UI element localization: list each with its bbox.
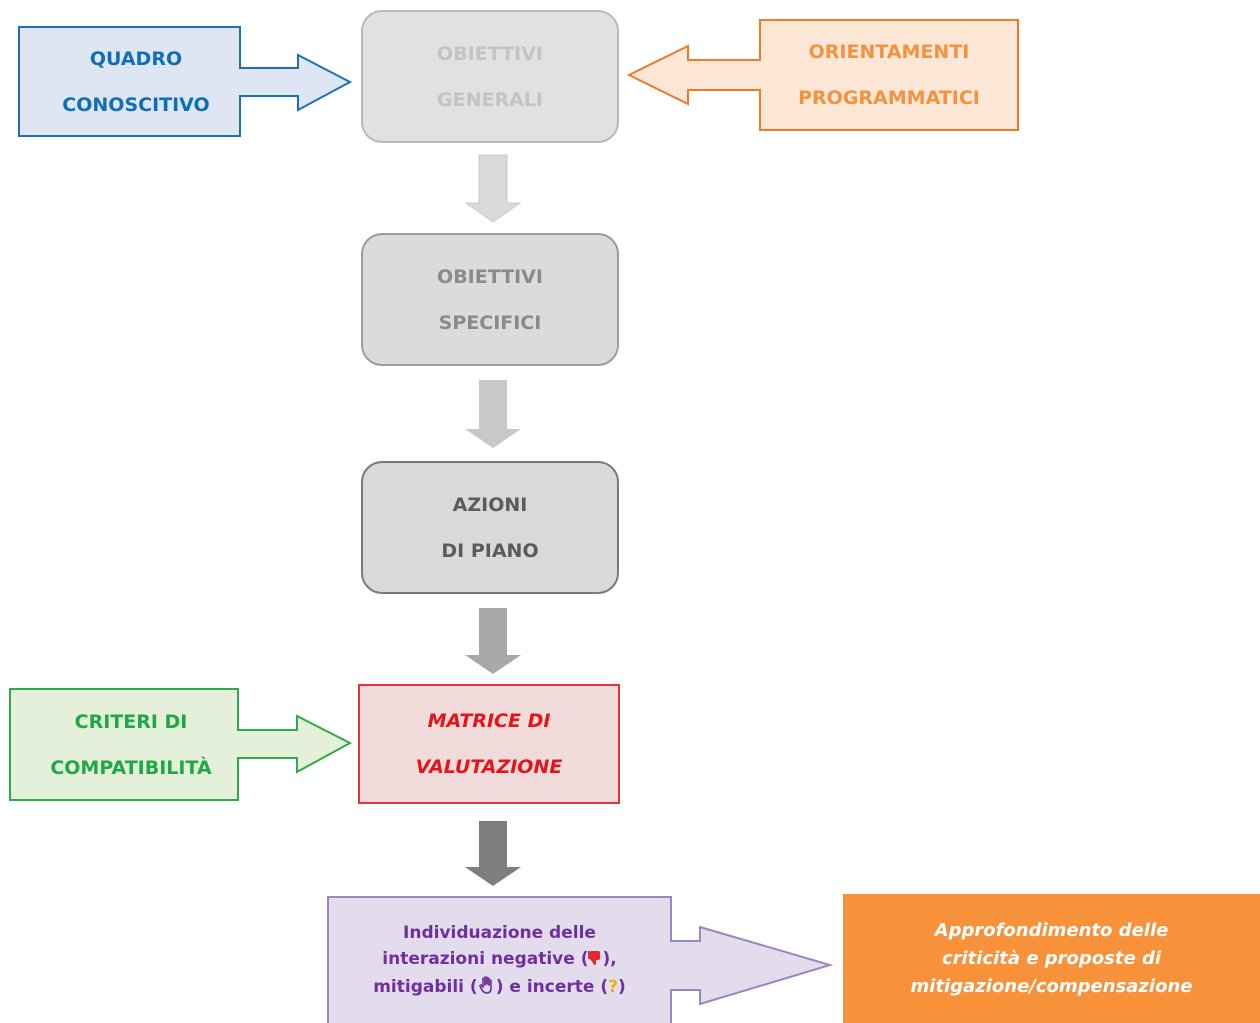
approfondimento-label: Approfondimento delle criticità e propos…	[843, 894, 1260, 1023]
individuazione-line2-pre: interazioni negative (	[382, 948, 589, 969]
quadro-line1: QUADRO	[89, 47, 183, 70]
approfondimento-line1: Approfondimento delle	[934, 919, 1169, 941]
question-mark-icon: ?	[608, 976, 618, 997]
matrice-line1: MATRICE DI	[427, 710, 551, 732]
azioni-box	[361, 461, 619, 594]
criteri-compatibilita-label: CRITERI DI COMPATIBILITÀ	[10, 689, 252, 800]
quadro-arrow-shape	[18, 26, 353, 137]
azioni-di-piano-label: AZIONI DI PIANO	[362, 462, 618, 593]
down-arrow-4	[465, 821, 521, 886]
individuazione-line3-b: ) e incerte (	[495, 976, 609, 997]
individuazione-line2: interazioni negative (),	[382, 946, 616, 974]
approfondimento-box	[843, 894, 1260, 1023]
criteri-line2: COMPATIBILITÀ	[50, 756, 212, 779]
orientamenti-programmatici-label: ORIENTAMENTI PROGRAMMATICI	[760, 20, 1018, 130]
quadro-line2: CONOSCITIVO	[62, 93, 210, 116]
down-arrow-3	[465, 608, 521, 674]
individuazione-label: Individuazione delle interazioni negativ…	[328, 905, 671, 1017]
azioni-line2: DI PIANO	[441, 539, 539, 562]
obiettivi-specifici-label: OBIETTIVI SPECIFICI	[362, 234, 618, 365]
individuazione-arrow-shape	[327, 896, 834, 1023]
down-arrow-1	[464, 154, 522, 223]
obiettivi-specifici-line1: OBIETTIVI	[437, 265, 543, 288]
approfondimento-line2: criticità e proposte di	[941, 947, 1162, 969]
thumbs-down-icon	[588, 948, 602, 974]
obiettivi-generali-line2: GENERALI	[437, 88, 543, 111]
orientamenti-line1: ORIENTAMENTI	[808, 41, 970, 63]
criteri-arrow-shape	[9, 688, 353, 801]
obiettivi-generali-line1: OBIETTIVI	[437, 42, 543, 65]
azioni-line1: AZIONI	[452, 493, 528, 516]
criteri-line1: CRITERI DI	[74, 710, 188, 733]
obiettivi-specifici-box	[361, 233, 619, 366]
obiettivi-specifici-line2: SPECIFICI	[438, 311, 542, 334]
matrice-box	[358, 684, 620, 804]
individuazione-line3-c: )	[617, 976, 626, 997]
individuazione-line2-post: ),	[602, 948, 617, 969]
obiettivi-generali-label: OBIETTIVI GENERALI	[362, 11, 618, 142]
raised-hand-icon	[478, 975, 496, 1003]
down-arrow-2	[465, 380, 521, 448]
individuazione-line1: Individuazione delle	[403, 922, 596, 943]
matrice-line2: VALUTAZIONE	[415, 756, 563, 778]
individuazione-line3: mitigabili ( ) e incerte (?)	[373, 974, 626, 1003]
individuazione-line3-a: mitigabili (	[373, 976, 478, 997]
orientamenti-line2: PROGRAMMATICI	[798, 87, 980, 109]
matrice-valutazione-label: MATRICE DI VALUTAZIONE	[359, 685, 619, 803]
orientamenti-arrow-shape	[626, 19, 1019, 131]
quadro-conoscitivo-label: QUADRO CONOSCITIVO	[19, 27, 253, 136]
approfondimento-line3: mitigazione/compensazione	[910, 975, 1193, 997]
obiettivi-generali-box	[361, 10, 619, 143]
